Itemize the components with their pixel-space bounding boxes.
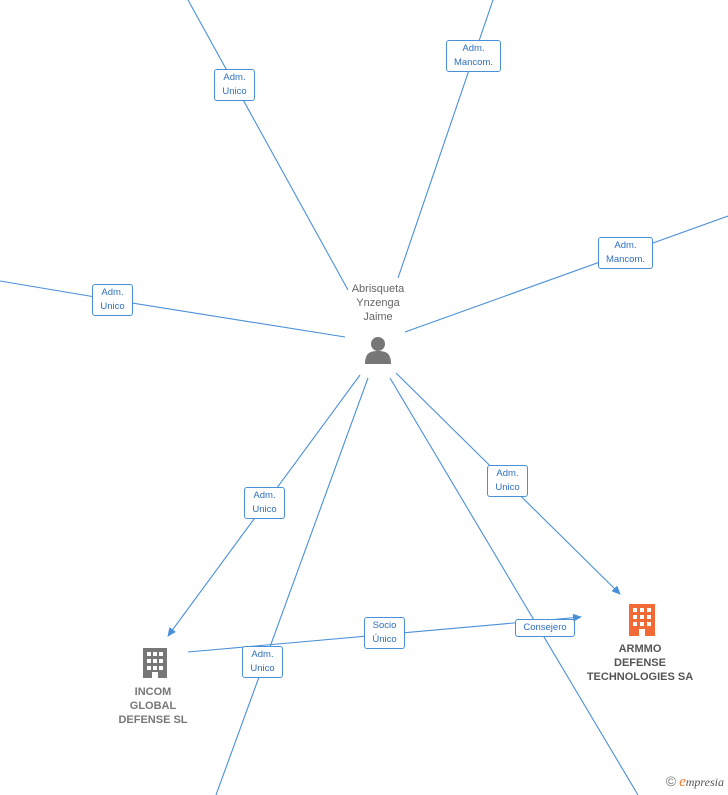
edge-label-bottom[interactable]: Adm. Unico [242,646,283,678]
edge-label-consejero[interactable]: Consejero [515,619,575,637]
edge-label-incom[interactable]: Adm. Unico [244,487,285,519]
edge-label-right[interactable]: Adm. Mancom. [598,237,653,269]
person-name[interactable]: Abrisqueta Ynzenga Jaime [351,283,405,323]
copyright-icon: © [665,773,677,789]
person-icon[interactable] [365,337,391,364]
edge-right [404,215,728,333]
edge-label-left[interactable]: Adm. Unico [92,284,133,316]
edge-top-left [187,0,349,291]
edge-bottom [215,377,369,795]
company-name-incom[interactable]: INCOM GLOBAL DEFENSE SL [118,686,188,726]
company-name-armmo[interactable]: ARMMO DEFENSE TECHNOLOGIES SA [586,643,694,683]
edge-label-top-right[interactable]: Adm. Mancom. [446,40,501,72]
empresia-logo: ©empresia [665,773,724,790]
edge-label-top-left[interactable]: Adm. Unico [214,69,255,101]
edge-label-armmo[interactable]: Adm. Unico [487,465,528,497]
edge-bottom-right [389,377,639,795]
building-icon-incom[interactable] [143,648,167,678]
edge-left [0,280,346,338]
building-icon-armmo[interactable] [629,604,655,636]
edge-label-socio-unico[interactable]: Socio Único [364,617,405,649]
